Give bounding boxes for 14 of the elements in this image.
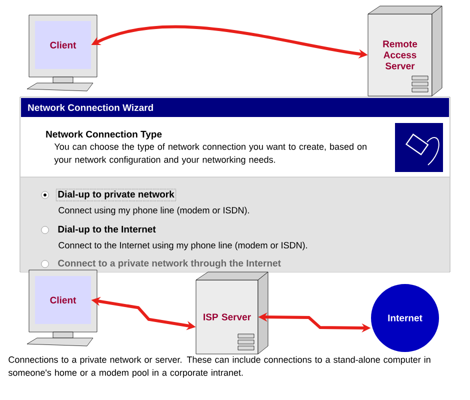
heading: Network Connection Type (46, 130, 162, 140)
node-label: Client (50, 42, 76, 48)
option-description: Connect using my phone line (modem or ISDN). (58, 206, 249, 216)
caption: Connections to a private network or server. These can include connections to a stand-alone computer in someone's home or a modem pool in a corporate intranet. (8, 356, 430, 378)
description: You can choose the type of network connection you want to create, based on your network configuration and your networking needs. (54, 143, 366, 165)
node-label: Remote Access Server (383, 40, 418, 70)
globe-label: Internet (388, 314, 422, 322)
option-label: Dial-up to private network (58, 190, 174, 200)
node-label: Client (50, 296, 76, 304)
option-description: Connect to the Internet using my phone line (modem or ISDN). (58, 242, 307, 250)
title-bar: Network Connection Wizard (21, 98, 449, 117)
option-label: Dial-up to the Internet (58, 226, 156, 234)
option-label: Connect to a private network through the Internet (58, 260, 281, 268)
node-label: ISP Server (204, 314, 251, 320)
